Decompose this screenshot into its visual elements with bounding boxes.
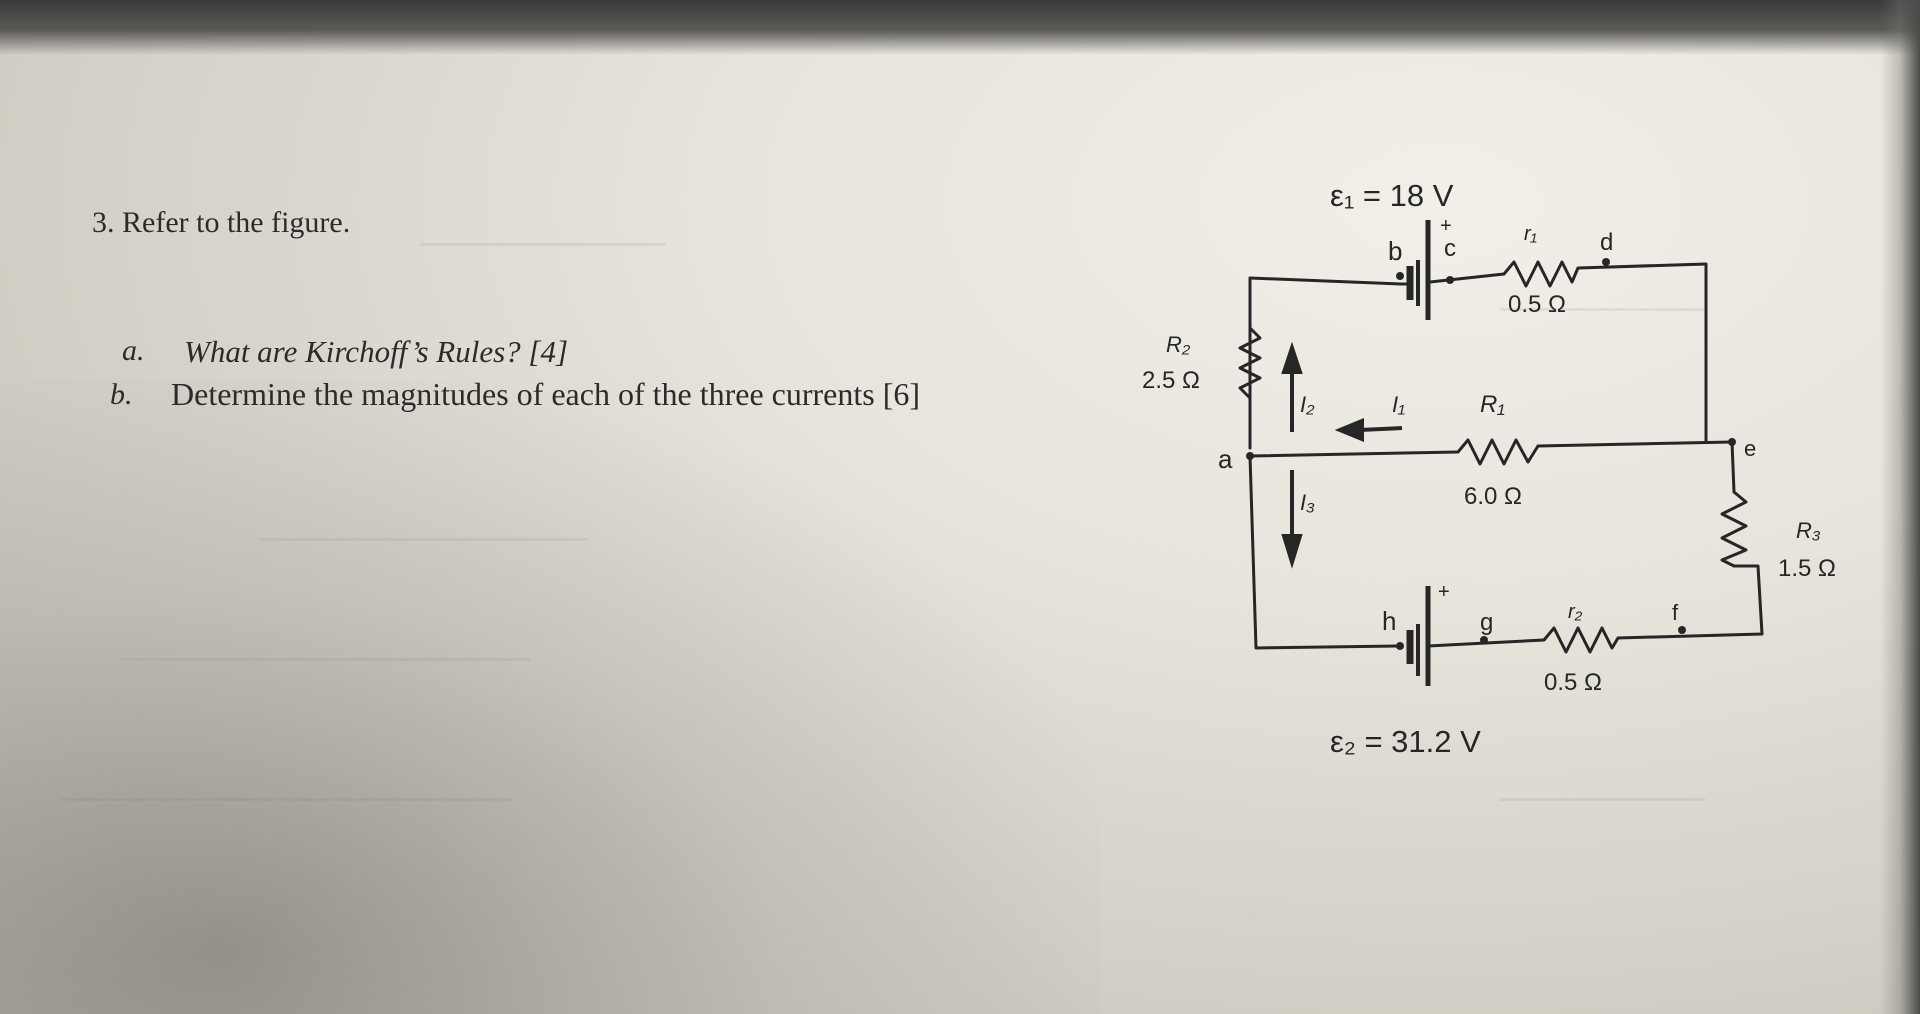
node-b-dot xyxy=(1396,272,1404,280)
battery1-plus: + xyxy=(1440,215,1452,237)
R1-name: R₁ xyxy=(1480,391,1505,418)
node-g-dot xyxy=(1480,636,1488,644)
resistor-r2 xyxy=(1542,626,1620,654)
part-a-letter: a. xyxy=(122,334,145,367)
part-b-letter: b. xyxy=(110,378,133,411)
arrow-I3-head xyxy=(1281,534,1303,569)
node-h-dot xyxy=(1396,642,1404,650)
emf1-label: ε₁ = 18 V xyxy=(1330,178,1454,213)
R3-value: 1.5 Ω xyxy=(1778,555,1836,582)
resistor-R1 xyxy=(1456,438,1540,466)
arrow-I1-head xyxy=(1334,418,1364,442)
node-f-label: f xyxy=(1672,600,1679,625)
R1-value: 6.0 Ω xyxy=(1464,483,1522,510)
node-g-label: g xyxy=(1480,609,1493,636)
node-b-label: b xyxy=(1388,236,1402,266)
emf2-label: ε₂ = 31.2 V xyxy=(1330,724,1481,759)
resistor-r1 xyxy=(1502,260,1580,288)
node-d-label: d xyxy=(1600,229,1613,256)
top-left-wire xyxy=(1248,276,1402,450)
right-wire-upper xyxy=(1730,440,1736,494)
part-b-text: Determine the magnitudes of each of the … xyxy=(171,376,921,412)
I3-label: I₃ xyxy=(1300,490,1315,515)
left-wire-lower xyxy=(1248,454,1402,650)
top-wire-c-r1 xyxy=(1428,272,1506,284)
r1-name: r₁ xyxy=(1524,223,1537,245)
R2-name: R₂ xyxy=(1166,332,1191,357)
node-c-label: c xyxy=(1444,235,1456,262)
I2-label: I₂ xyxy=(1300,392,1315,417)
battery2-plus: + xyxy=(1438,581,1450,603)
middle-wire-left xyxy=(1248,450,1460,458)
right-dark-edge xyxy=(1880,0,1920,1014)
I1-label: I₁ xyxy=(1392,392,1405,417)
node-e-dot xyxy=(1728,438,1736,446)
resistor-R3 xyxy=(1720,490,1758,568)
middle-wire-right xyxy=(1536,440,1734,448)
r2-value: 0.5 Ω xyxy=(1544,669,1602,696)
node-e-label: e xyxy=(1744,436,1756,461)
node-a-label: a xyxy=(1218,444,1233,474)
bottom-wire-r2-right xyxy=(1616,564,1764,640)
r2-name: r₂ xyxy=(1568,601,1583,623)
arrow-I1-shaft xyxy=(1359,426,1403,432)
resistor-R2 xyxy=(1238,318,1262,410)
part-a-text: What are Kirchoff’s Rules? [4] xyxy=(184,334,569,369)
node-h-label: h xyxy=(1382,606,1396,636)
node-d-dot xyxy=(1602,258,1610,266)
node-c-dot xyxy=(1446,276,1454,284)
r1-value: 0.5 Ω xyxy=(1508,291,1566,318)
R3-name: R₃ xyxy=(1796,518,1821,543)
hand-shadow xyxy=(0,380,1100,1014)
top-wire-r1-right xyxy=(1576,262,1708,444)
node-a-dot xyxy=(1246,452,1254,460)
R2-value: 2.5 Ω xyxy=(1142,367,1200,394)
node-f-dot xyxy=(1678,626,1686,634)
top-dark-edge xyxy=(0,0,1920,55)
question-title: 3. Refer to the figure. xyxy=(92,206,351,239)
arrow-I2-head xyxy=(1281,341,1303,374)
